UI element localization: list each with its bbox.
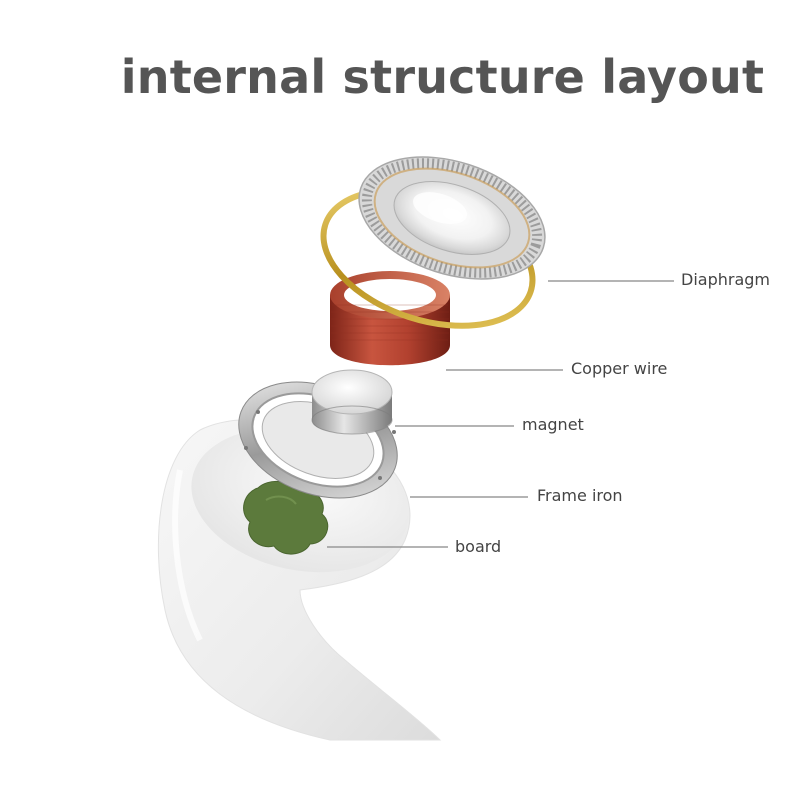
label-diaphragm: Diaphragm: [681, 270, 770, 290]
label-copper-wire: Copper wire: [571, 359, 667, 379]
magnet: [312, 370, 392, 434]
label-board: board: [455, 537, 501, 557]
label-magnet: magnet: [522, 415, 584, 435]
label-frame-iron: Frame iron: [537, 486, 623, 506]
